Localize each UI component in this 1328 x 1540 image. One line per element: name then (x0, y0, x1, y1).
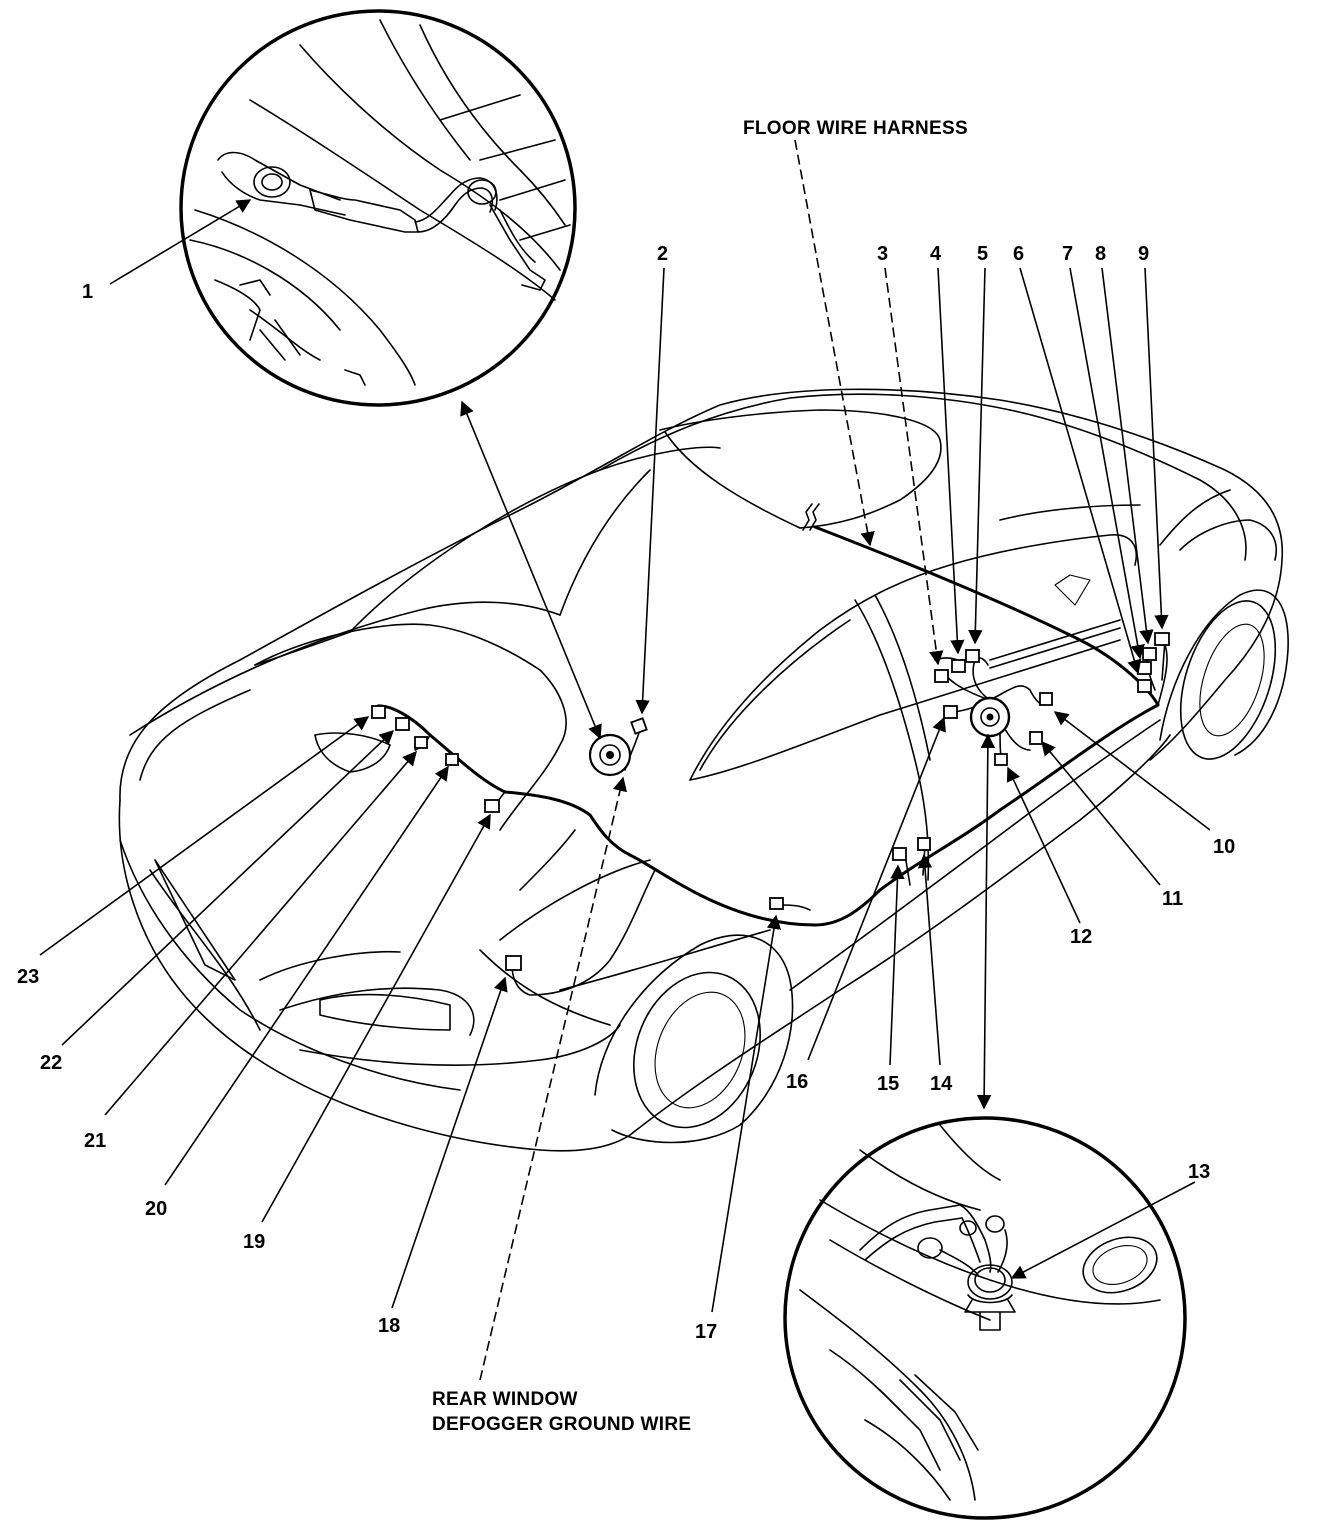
connector-icon (934, 669, 949, 683)
callout-11: 11 (1162, 888, 1183, 910)
connector-icon (505, 955, 522, 971)
magnified-view-icon (783, 1116, 1187, 1520)
connector-icon (484, 799, 500, 813)
callout-3: 3 (877, 243, 888, 265)
connector-icon (943, 705, 958, 719)
callout-13: 13 (1188, 1161, 1210, 1183)
defogger-ground-wire-label: DEFOGGER GROUND WIRE (432, 1414, 691, 1435)
connector-icon (414, 736, 428, 749)
connector-icon (371, 705, 386, 719)
magnified-view-icon (179, 9, 577, 407)
connector-icon (395, 717, 410, 731)
callout-9: 9 (1138, 243, 1149, 265)
callout-6: 6 (1013, 243, 1024, 265)
floor-ground-terminal-icon (969, 696, 1011, 738)
callout-16: 16 (786, 1071, 808, 1093)
callout-23: 23 (17, 966, 39, 988)
callout-2: 2 (657, 243, 668, 265)
connector-icon (1142, 647, 1157, 661)
callout-20: 20 (145, 1198, 167, 1220)
leader-lines (39, 139, 1211, 1381)
rear-window-label: REAR WINDOW (432, 1389, 578, 1410)
callout-19: 19 (243, 1231, 265, 1253)
callout-8: 8 (1095, 243, 1106, 265)
defogger-ground-terminal-icon (588, 733, 632, 777)
connector-icon (1039, 692, 1053, 706)
callout-1: 1 (82, 281, 93, 303)
connector-set (371, 632, 1170, 971)
callout-21: 21 (84, 1130, 106, 1152)
callout-labels: 1 2 3 4 5 6 7 8 9 10 11 12 13 14 15 16 1… (17, 243, 1235, 1343)
callout-14: 14 (930, 1073, 953, 1095)
callout-18: 18 (378, 1315, 400, 1337)
connector-icon (630, 717, 648, 735)
callout-12: 12 (1070, 926, 1092, 948)
callout-10: 10 (1213, 836, 1235, 858)
connector-icon (1029, 731, 1043, 745)
connector-icon (892, 847, 907, 861)
callout-7: 7 (1062, 243, 1073, 265)
connector-icon (1137, 679, 1152, 693)
callout-22: 22 (40, 1052, 62, 1074)
connector-icon (965, 649, 980, 663)
connector-icon (1154, 632, 1170, 646)
callout-17: 17 (695, 1321, 717, 1343)
callout-4: 4 (930, 243, 942, 265)
connector-icon (769, 897, 784, 910)
connector-icon (917, 837, 931, 851)
connector-icon (951, 659, 966, 673)
callout-15: 15 (877, 1073, 899, 1095)
callout-5: 5 (977, 243, 988, 265)
connector-icon (445, 753, 459, 766)
floor-wire-harness-label: FLOOR WIRE HARNESS (743, 118, 968, 139)
connector-icon (1137, 661, 1152, 675)
connector-icon (994, 753, 1008, 766)
